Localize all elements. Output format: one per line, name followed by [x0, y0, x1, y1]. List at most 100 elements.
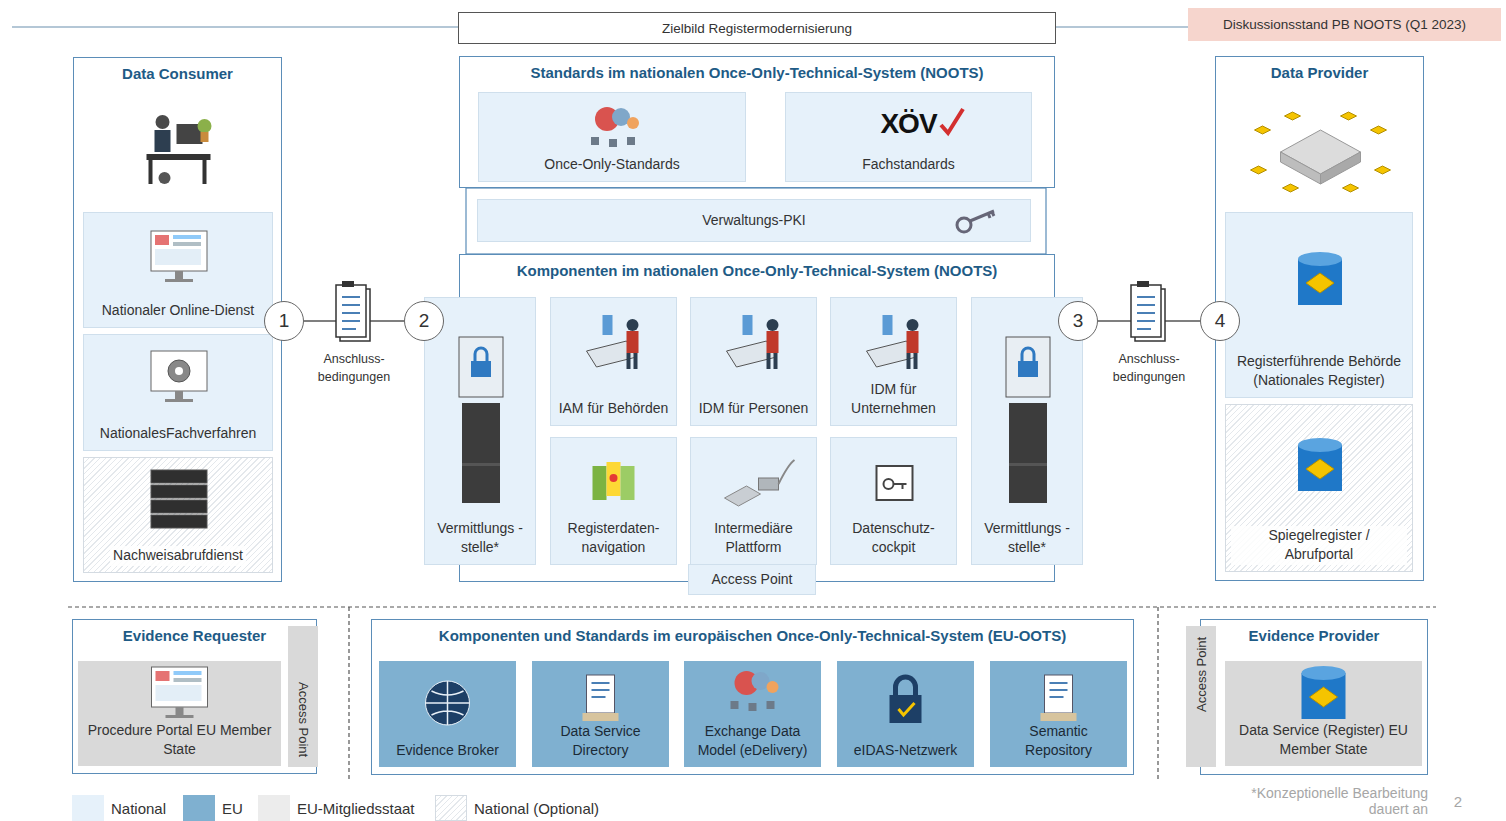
- icon-group: [727, 315, 779, 369]
- icon-group: [731, 671, 779, 711]
- panel-heading: Komponenten und Standards im europäische…: [439, 627, 1066, 644]
- icon-part: [151, 485, 207, 498]
- icon-part: [890, 695, 922, 723]
- icon-part: [767, 681, 779, 693]
- icon-part: [767, 701, 775, 709]
- icon-part: [1306, 459, 1334, 479]
- box-label: Fachstandards: [862, 155, 955, 175]
- callout-circle: 2: [404, 301, 444, 341]
- icon-part: [173, 242, 201, 246]
- icon-part: [592, 683, 610, 697]
- legend-item: National: [72, 795, 166, 821]
- icon-part: [877, 466, 913, 500]
- icon-part: [1306, 273, 1334, 293]
- box-label: IAM für Behörden: [559, 399, 669, 419]
- icon-part: [896, 677, 916, 695]
- icon-part: [1045, 675, 1073, 713]
- component-box: Semantic Repository: [990, 661, 1127, 767]
- footnote: *Konzeptionelle Bearbeitung dauert an: [1228, 785, 1428, 817]
- icon-group: [1041, 675, 1077, 721]
- title: Zielbild Registermodernisierung: [662, 21, 852, 36]
- box-label: IDM für Unternehmen: [836, 380, 951, 419]
- icon-part: [1375, 166, 1391, 174]
- icon-part: [151, 500, 207, 513]
- component-box: Registerführende Behörde (Nationales Reg…: [1225, 212, 1413, 398]
- icon-part: [774, 353, 778, 369]
- icon-group: [1298, 252, 1342, 305]
- box-label: XÖV: [880, 104, 936, 143]
- box-label: Access Point: [296, 682, 311, 712]
- icon-part: [459, 337, 503, 397]
- icon-part: [155, 249, 201, 265]
- icon-part: [627, 137, 635, 145]
- icon-group: [459, 337, 503, 503]
- box-label: Access Point: [712, 570, 793, 590]
- group-panel: Komponenten und Standards im europäische…: [371, 619, 1134, 775]
- box-label: Verwaltungs-PKI: [702, 211, 806, 231]
- icon-part: [767, 319, 779, 331]
- icon-part: [907, 319, 919, 331]
- icon-part: [151, 515, 207, 528]
- icon-part: [884, 479, 894, 489]
- icon-part: [894, 484, 907, 489]
- box-label: Access Point: [1194, 682, 1209, 712]
- group-panel: Data ProviderRegisterführende Behörde (N…: [1215, 56, 1424, 581]
- icon-part: [426, 681, 470, 725]
- box-label: Evidence Broker: [396, 741, 499, 761]
- icon-part: [342, 281, 354, 287]
- pki-band: [466, 188, 1046, 254]
- icon-part: [725, 486, 761, 506]
- icon-part: [151, 231, 207, 271]
- icon-part: [1018, 361, 1038, 377]
- separator: [1157, 607, 1158, 782]
- icon-part: [462, 463, 500, 466]
- callout-circle: 1: [264, 301, 304, 341]
- icon-part: [203, 160, 207, 184]
- legend-item: EU-Mitgliedsstaat: [258, 795, 415, 821]
- icon-part: [176, 707, 184, 715]
- icon-part: [147, 154, 211, 160]
- icon-group: [151, 470, 207, 528]
- callout-circle: 3: [1058, 301, 1098, 341]
- panel-heading: Data Consumer: [122, 65, 233, 82]
- box-label: Intermediäre Plattform: [696, 519, 811, 558]
- icon-part: [1137, 297, 1155, 329]
- icon-part: [1131, 285, 1161, 337]
- component-box: Data Service (Register) EU Member State: [1225, 661, 1422, 766]
- icon-part: [634, 353, 638, 369]
- box-label: Semantic Repository: [994, 722, 1123, 761]
- box-label: Vermittlungs -stelle*: [977, 519, 1077, 558]
- legend-text: National: [111, 800, 166, 817]
- box-label: Procedure Portal EU Member State: [82, 721, 277, 760]
- icon-part: [151, 351, 207, 391]
- icon-part: [970, 211, 994, 221]
- panel-heading: Data Provider: [1271, 64, 1369, 81]
- icon-part: [174, 671, 202, 675]
- component-box: Spiegelregister / Abrufportal: [1225, 404, 1413, 572]
- component-box: Diskussionsstand PB NOOTS (Q1 2023): [1188, 8, 1501, 41]
- icon-part: [1022, 348, 1034, 361]
- group-panel: Komponenten im nationalen Once-Only-Tech…: [459, 254, 1055, 582]
- icon-group: [890, 677, 922, 723]
- icon-part: [152, 667, 208, 707]
- panel-heading: Komponenten im nationalen Once-Only-Tech…: [517, 262, 998, 279]
- icon-group: [957, 211, 994, 232]
- separator: [348, 607, 349, 782]
- icon-group: [147, 115, 212, 184]
- icon-part: [627, 353, 631, 369]
- legend-swatch: [72, 795, 104, 821]
- component-box: Registerdaten- navigation: [550, 437, 677, 565]
- icon-part: [591, 137, 599, 145]
- panel-heading: Evidence Provider: [1249, 627, 1380, 644]
- box-label: Datenschutz- cockpit: [836, 519, 951, 558]
- box-label: Once-Only-Standards: [544, 155, 679, 175]
- box-label: Nachweisabrufdienst: [110, 546, 246, 566]
- component-box: Once-Only-Standards: [478, 92, 746, 182]
- box-label: Data Service Directory: [536, 722, 665, 761]
- component-box: Access Point: [688, 564, 816, 595]
- component-box: Data Service Directory: [532, 661, 669, 767]
- legend-item: EU: [183, 795, 243, 821]
- icon-part: [899, 703, 915, 715]
- icon-group: [877, 466, 913, 500]
- group-panel: Evidence RequesterProcedure Portal EU Me…: [72, 619, 317, 774]
